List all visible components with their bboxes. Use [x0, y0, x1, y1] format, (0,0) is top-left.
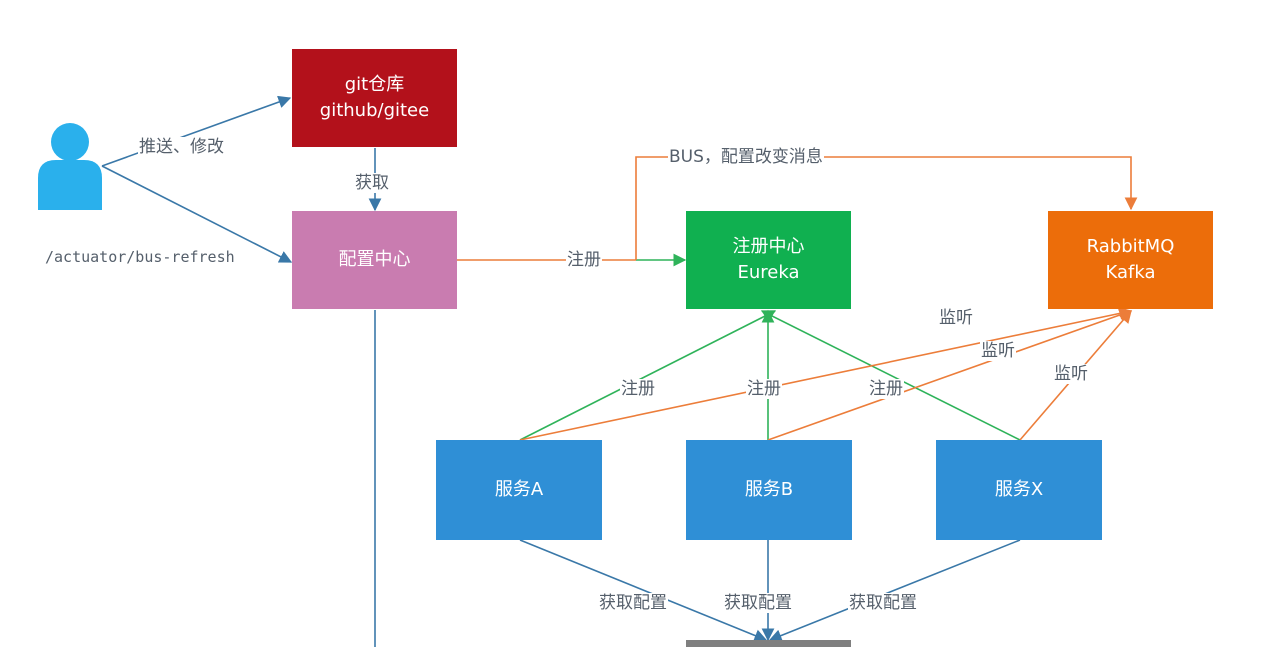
service-a-node: 服务A	[436, 440, 602, 540]
label-get-config-x: 获取配置	[848, 593, 918, 613]
service-b-node: 服务B	[686, 440, 852, 540]
edge-listen-a	[519, 307, 1133, 441]
service-a-label: 服务A	[494, 479, 544, 500]
label-register-b: 注册	[746, 379, 782, 399]
label-fetch: 获取	[354, 173, 390, 193]
service-b-label: 服务B	[744, 479, 794, 500]
mq-subtitle: Kafka	[1105, 262, 1156, 283]
service-x-node: 服务X	[936, 440, 1102, 540]
user-icon	[38, 123, 102, 210]
edge-push-modify	[101, 95, 292, 167]
edge-register-x	[760, 310, 1021, 441]
eureka-title: 注册中心	[732, 236, 805, 257]
config-center-label: 配置中心	[338, 249, 411, 270]
bottom-node	[686, 640, 851, 647]
label-bus-message: BUS，配置改变消息	[668, 147, 824, 167]
config-center-node: 配置中心	[292, 211, 457, 309]
label-get-config-a: 获取配置	[598, 593, 668, 613]
edge-get-config-x	[768, 539, 1021, 642]
label-get-config-b: 获取配置	[723, 593, 793, 613]
edge-bus-message	[635, 156, 1138, 260]
edge-register-a	[519, 310, 777, 441]
edge-refresh	[101, 165, 293, 263]
label-register-config: 注册	[566, 250, 602, 270]
edge-get-config-a	[519, 539, 768, 642]
service-x-label: 服务X	[994, 479, 1044, 500]
label-refresh: /actuator/bus-refresh	[44, 247, 236, 267]
label-register-a: 注册	[620, 379, 656, 399]
label-push-modify: 推送、修改	[138, 137, 225, 157]
label-listen-2: 监听	[980, 341, 1016, 361]
eureka-node: 注册中心 Eureka	[686, 211, 851, 309]
eureka-subtitle: Eureka	[737, 262, 800, 283]
git-repo-subtitle: github/gitee	[319, 100, 430, 121]
label-register-x: 注册	[868, 379, 904, 399]
edge-listen-b	[767, 308, 1133, 441]
mq-node: RabbitMQ Kafka	[1048, 211, 1213, 309]
label-listen-1: 监听	[938, 308, 974, 328]
label-listen-3: 监听	[1053, 364, 1089, 384]
git-repo-title: git仓库	[344, 74, 405, 95]
mq-title: RabbitMQ	[1086, 236, 1175, 257]
git-repo-node: git仓库 github/gitee	[292, 49, 457, 147]
